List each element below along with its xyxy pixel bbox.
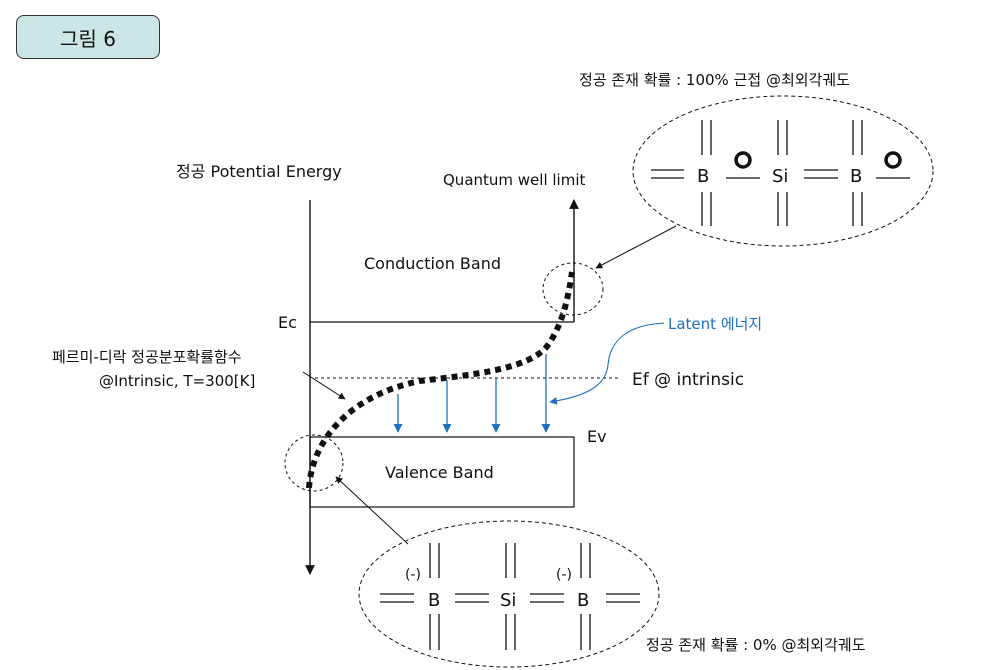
valence-band-label: Valence Band [385,463,494,482]
axis-label: 정공 Potential Energy [176,162,342,181]
bottom-connector-arrow [335,476,409,545]
quantum-well-label: Quantum well limit [443,171,585,189]
hole-icon [884,151,902,169]
figure-label: 그림 6 [16,15,160,59]
fermi-function-title: 페르미-디락 정공분포확률함수 [52,348,242,366]
latent-pointer-arrow [549,322,665,405]
top-connector-arrow [595,225,677,269]
boron-atom: B [428,590,440,611]
ec-label: Ec [278,313,297,332]
fermi-function-subtitle: @Intrinsic, T=300[K] [99,372,255,390]
fermi-dirac-curve [306,271,575,489]
boron-atom: B [850,166,862,187]
top-lattice-ellipse [632,95,934,247]
conduction-band-label: Conduction Band [364,254,501,273]
bottom-focus-circle [284,434,344,492]
bottom-lattice [380,543,640,650]
ev-label: Ev [587,427,607,446]
top-lattice [651,120,910,226]
fermi-pointer-arrow [302,371,346,400]
negative-charge-label: (-) [405,567,421,583]
negative-charge-label: (-) [556,567,572,583]
boron-atom: B [577,590,589,611]
latent-energy-label: Latent 에너지 [668,315,762,333]
silicon-atom: Si [500,590,516,611]
top-caption: 정공 존재 확률 : 100% 근접 @최외각궤도 [579,71,850,89]
top-focus-circle [542,262,604,316]
silicon-atom: Si [772,166,788,187]
ef-label: Ef @ intrinsic [632,370,744,390]
hole-icon [734,151,752,169]
bottom-caption: 정공 존재 확률 : 0% @최외각궤도 [646,636,866,654]
bottom-lattice-ellipse [358,520,660,668]
latent-arrows [393,354,551,433]
boron-atom: B [697,166,709,187]
